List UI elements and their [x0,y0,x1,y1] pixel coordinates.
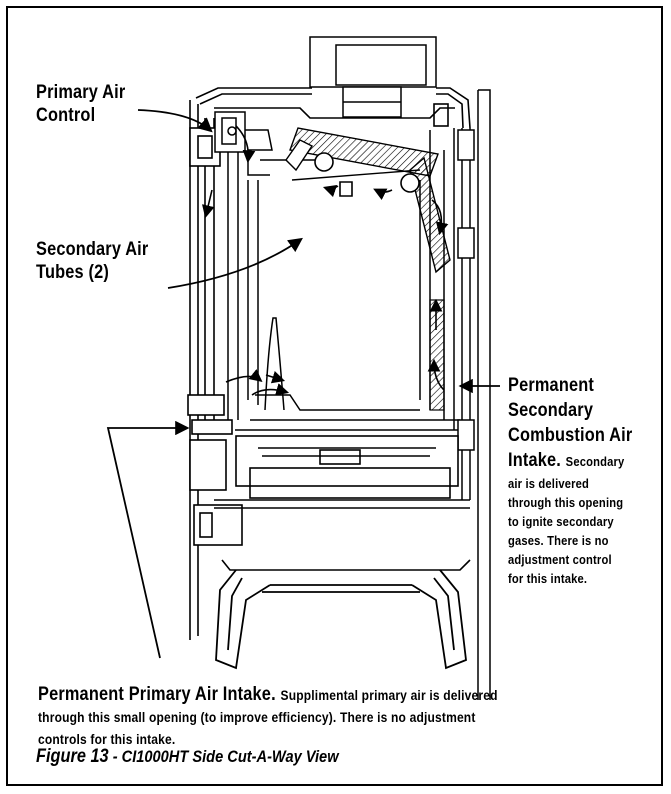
label-line: Control [36,104,96,126]
left-wall [187,100,243,640]
flue-collar [309,36,437,118]
ash-pan-section [214,435,471,571]
label-line: Combustion Air [508,425,633,446]
intake-desc-line: adjustment control [508,552,612,567]
primary-air-control-housing [214,111,273,176]
primary-intake-desc: Supplimental primary air is delivered [280,687,498,703]
stove-top [195,87,471,129]
intake-desc-line: through this opening [508,495,624,510]
primary-intake-desc: controls for this intake. [38,731,176,747]
figure-title: - CI1000HT Side Cut-A-Way View [108,747,339,766]
intake-desc-line: for this intake. [508,571,588,586]
rear-heat-shield [457,89,491,700]
secondary-air-tubes [314,152,420,197]
label-line: Intake. Secondary [508,448,671,474]
label-permanent-secondary-intake: Permanent Secondary Combustion Air Intak… [508,373,671,588]
label-line: Secondary Air [36,239,149,260]
figure-frame [6,6,663,786]
figure-number: Figure 13 [36,746,109,767]
label-permanent-primary-intake: Permanent Primary Air Intake. Suppliment… [38,684,671,750]
leader-lines [106,109,500,659]
primary-intake-desc: through this small opening (to improve e… [38,709,476,725]
label-secondary-air-tubes: Secondary Air Tubes (2) [36,239,148,285]
intake-desc-line: gases. There is no [508,533,609,548]
label-line: Tubes (2) [36,261,109,283]
intake-desc-line: to ignite secondary [508,514,614,529]
label-line: Secondary [508,400,594,421]
label-line: Permanent Primary Air Intake. Suppliment… [38,684,671,706]
figure-caption: Figure 13 - CI1000HT Side Cut-A-Way View [36,746,339,768]
secondary-air-channel [429,299,445,411]
intake-lead: Intake. [508,450,561,471]
label-line: Permanent [508,375,595,396]
intake-desc-line: air is delivered [508,476,590,491]
intake-desc-first: Secondary [565,454,625,469]
primary-intake-heading: Permanent Primary Air Intake. [38,684,276,705]
legs [215,569,467,670]
baffle [285,127,451,274]
label-primary-air-control: Primary Air Control [36,82,125,128]
label-line: Primary Air [36,82,126,103]
airflow-arrows [202,125,449,396]
